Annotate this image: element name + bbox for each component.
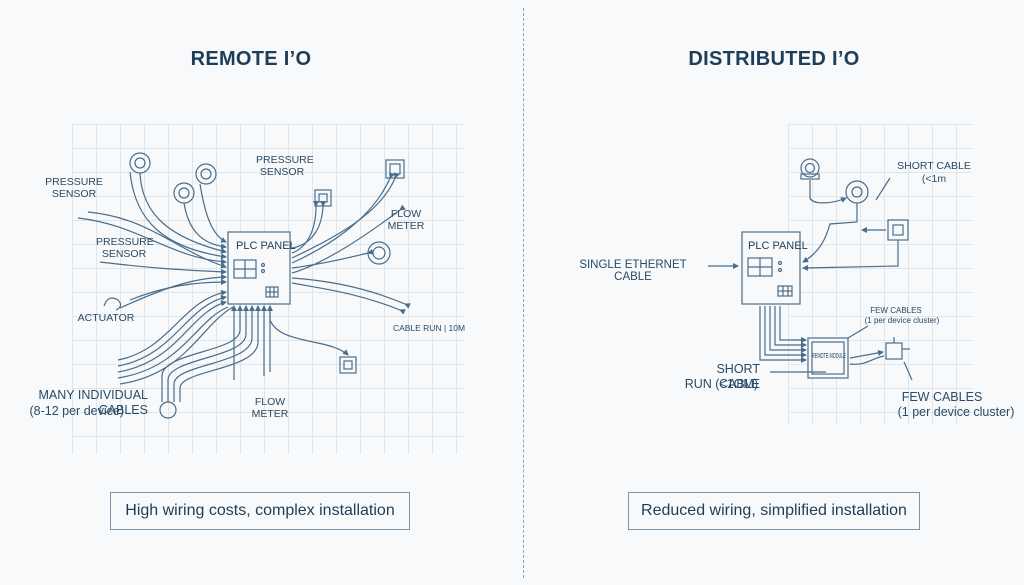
label-single-ethernet: SINGLE ETHERNET CABLE [579,259,687,283]
distributed-io-caption: Reduced wiring, simplified installation [628,492,920,530]
label-short-cable-top: SHORT CABLE [897,160,971,172]
device-square-icon [887,219,909,241]
label-flow-meter-right: FLOW METER [387,208,425,232]
plc-panel-label-distributed: PLC PANEL [748,240,808,252]
device-cluster-icon [885,342,903,360]
remote-io-title: REMOTE I’O [190,48,312,70]
sensor-icon [195,163,217,185]
label-flow-meter-bottom: FLOW METER [251,396,289,420]
label-pressure-sensor-1: PRESSURE SENSOR [45,176,103,200]
label-short-cable-run: SHORT CABLE [716,362,760,391]
distributed-io-title: DISTRIBUTED I’O [688,48,860,70]
sensor-icon [800,158,820,178]
label-pressure-sensor-3: PRESSURE SENSOR [256,154,314,178]
label-few-cables-small-sub: (1 per device cluster) [864,316,940,325]
device-square-icon [385,159,405,179]
label-few-cables-sub: (1 per device cluster) [897,405,1015,419]
actuator-icon [103,297,122,311]
sensor-icon [173,182,195,204]
device-square-icon [314,189,332,207]
sensor-icon [367,241,391,265]
label-pressure-sensor-2: PRESSURE SENSOR [96,236,154,260]
section-divider [523,8,524,578]
remote-io-caption: High wiring costs, complex installation [110,492,410,530]
plc-panel-distributed [741,231,801,305]
sensor-icon [845,180,869,204]
label-cable-run: CABLE RUN | 10m [392,323,466,333]
label-many-cables: MANY INDIVIDUAL CABLES [38,388,148,417]
remote-module-label: REMOTE MODULE [812,353,846,360]
plc-panel-label-remote: PLC PANEL [236,240,296,252]
label-few-cables-small: FEW CABLES [870,306,922,315]
device-square-icon [339,356,357,374]
flow-meter-icon [159,401,177,419]
label-many-cables-sub: (8-12 per device) [29,404,125,418]
label-few-cables: FEW CABLES [901,390,983,404]
label-short-cable-top-sub: (<1m [921,173,947,185]
remote-module [807,337,849,379]
label-actuator: ACTUATOR [77,312,135,324]
sensor-icon [129,152,151,174]
label-short-cable-run-sub: RUN (<1om) [684,377,758,391]
plc-panel-remote [227,231,291,305]
